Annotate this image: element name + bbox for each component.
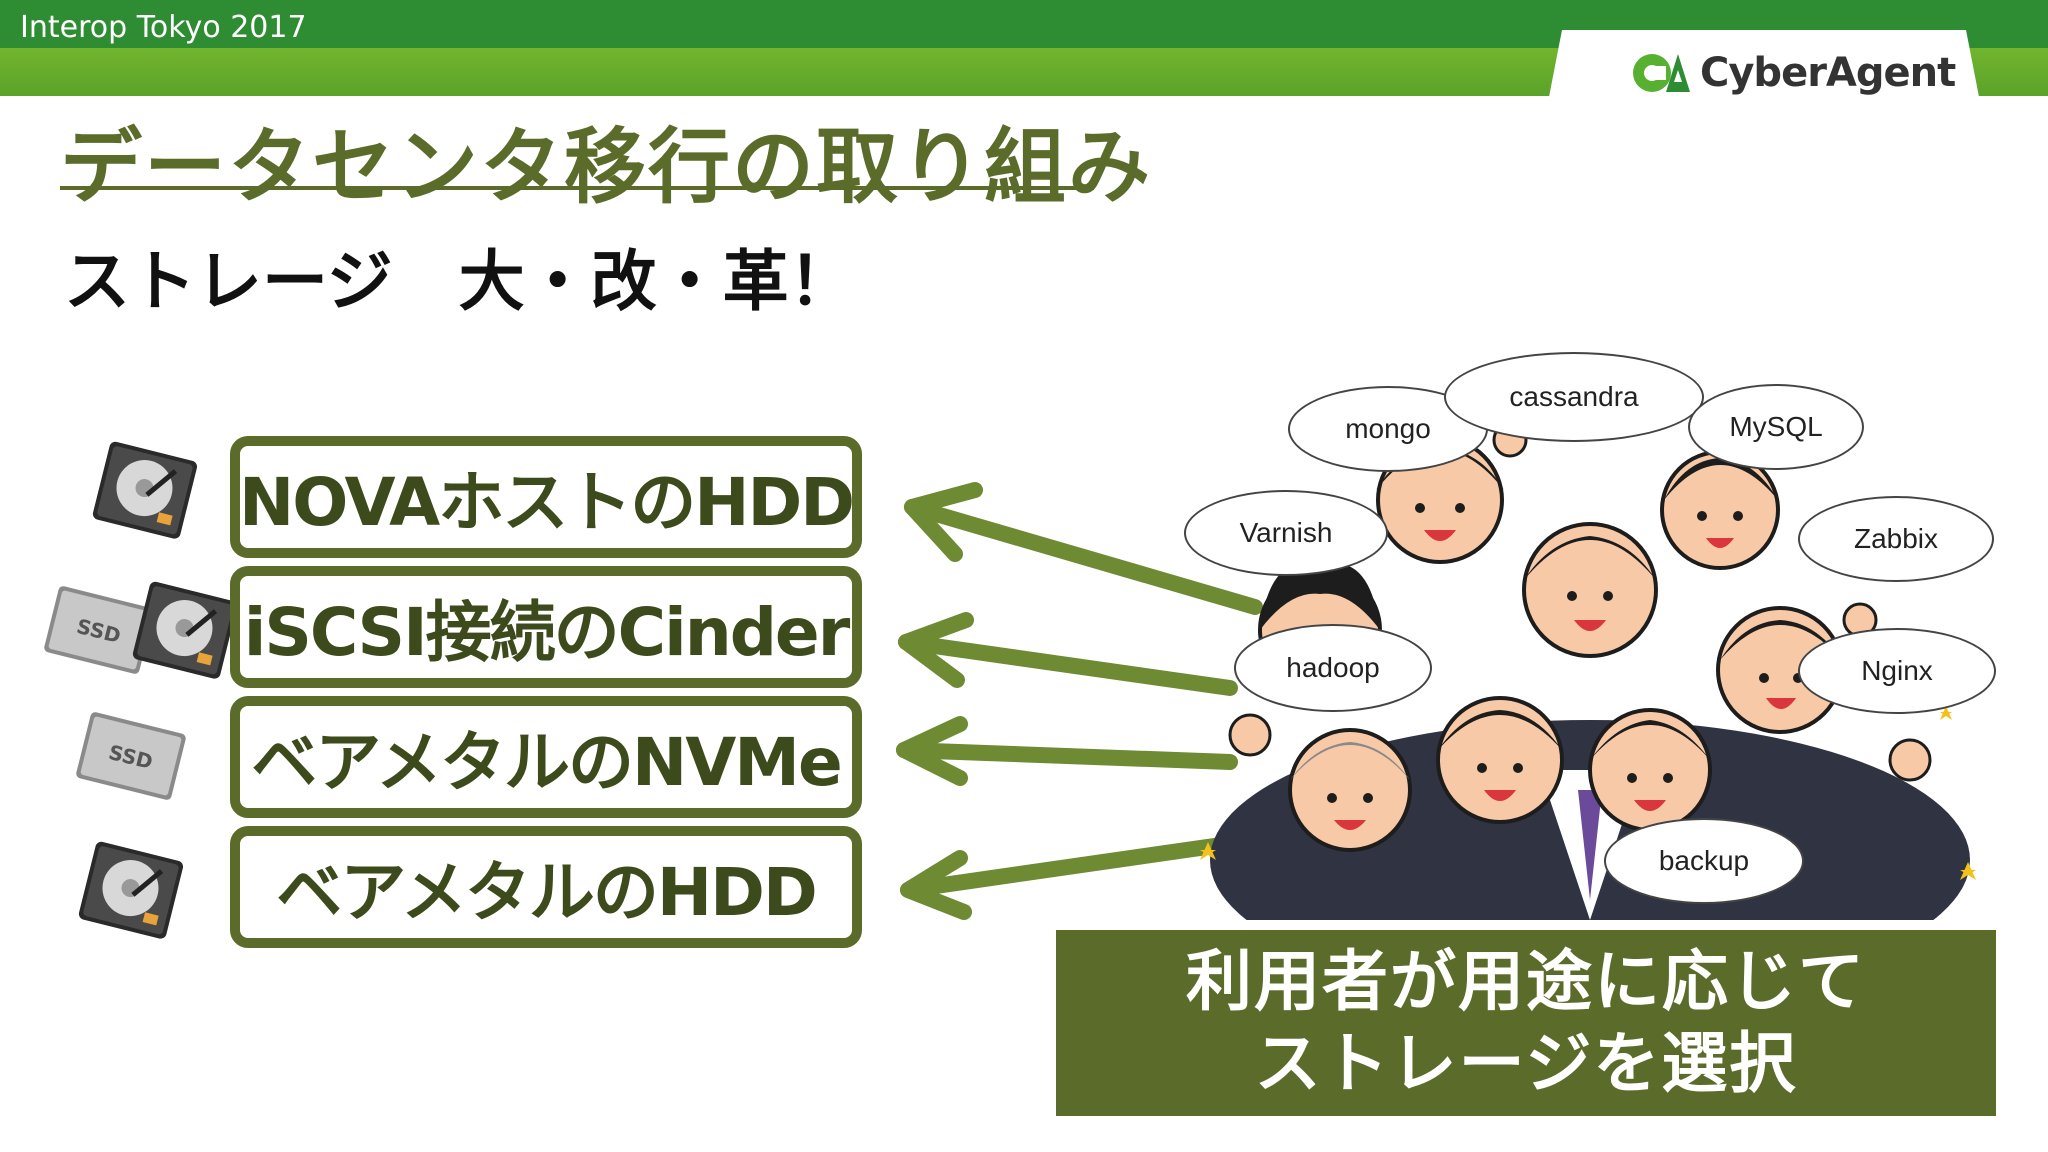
arrow-icon: [896, 716, 1238, 786]
selection-arrows: [896, 482, 1263, 920]
speech-bubble-mongo: mongo: [1288, 386, 1488, 472]
speech-bubble-zabbix: Zabbix: [1798, 496, 1994, 582]
slide-title: データセンタ移行の取り組み: [60, 120, 1153, 215]
arrow-icon: [904, 482, 1263, 615]
speech-bubble-backup: backup: [1604, 818, 1804, 904]
hdd-icon: [78, 841, 184, 939]
speech-bubble-nginx: Nginx: [1798, 628, 1996, 714]
hdd-icon: [132, 581, 238, 679]
ssd-icon: SSD: [76, 712, 186, 800]
hdd-icon: [92, 441, 198, 539]
storage-option-iscsi-cinder: iSCSI接続のCinder: [230, 566, 862, 688]
logo-mark-icon: [1633, 54, 1690, 92]
storage-option-nova-hdd: NOVAホストのHDD: [230, 436, 862, 558]
slide-subtitle: ストレージ 大・改・革！: [64, 243, 855, 320]
event-label: Interop Tokyo 2017: [20, 10, 307, 45]
storage-option-label: iSCSI接続のCinder: [243, 594, 851, 671]
conclusion-line-2: ストレージを選択: [1254, 1025, 1798, 1102]
storage-option-label: NOVAホストのHDD: [238, 464, 855, 541]
arrow-icon: [900, 834, 1250, 920]
logo-text: CyberAgent: [1700, 50, 1956, 96]
conclusion-box: 利用者が用途に応じて ストレージを選択: [1056, 930, 1996, 1116]
speech-bubble-cassandra: cassandra: [1444, 352, 1704, 442]
ssd-icon: SSD: [44, 586, 154, 674]
logo-tab: [1548, 30, 1980, 102]
storage-option-baremetal-nvme: ベアメタルのNVMe: [230, 696, 862, 818]
storage-option-baremetal-hdd: ベアメタルのHDD: [230, 826, 862, 948]
storage-option-label: ベアメタルのHDD: [276, 854, 818, 931]
company-logo: CyberAgent: [1632, 46, 1956, 100]
speech-bubble-mysql: MySQL: [1688, 384, 1864, 470]
conclusion-line-1: 利用者が用途に応じて: [1186, 943, 1866, 1020]
speech-bubble-varnish: Varnish: [1184, 490, 1388, 576]
speech-bubble-hadoop: hadoop: [1234, 624, 1432, 712]
title-underline: [60, 186, 1094, 190]
arrow-icon: [898, 612, 1238, 696]
storage-option-label: ベアメタルのNVMe: [251, 724, 842, 801]
